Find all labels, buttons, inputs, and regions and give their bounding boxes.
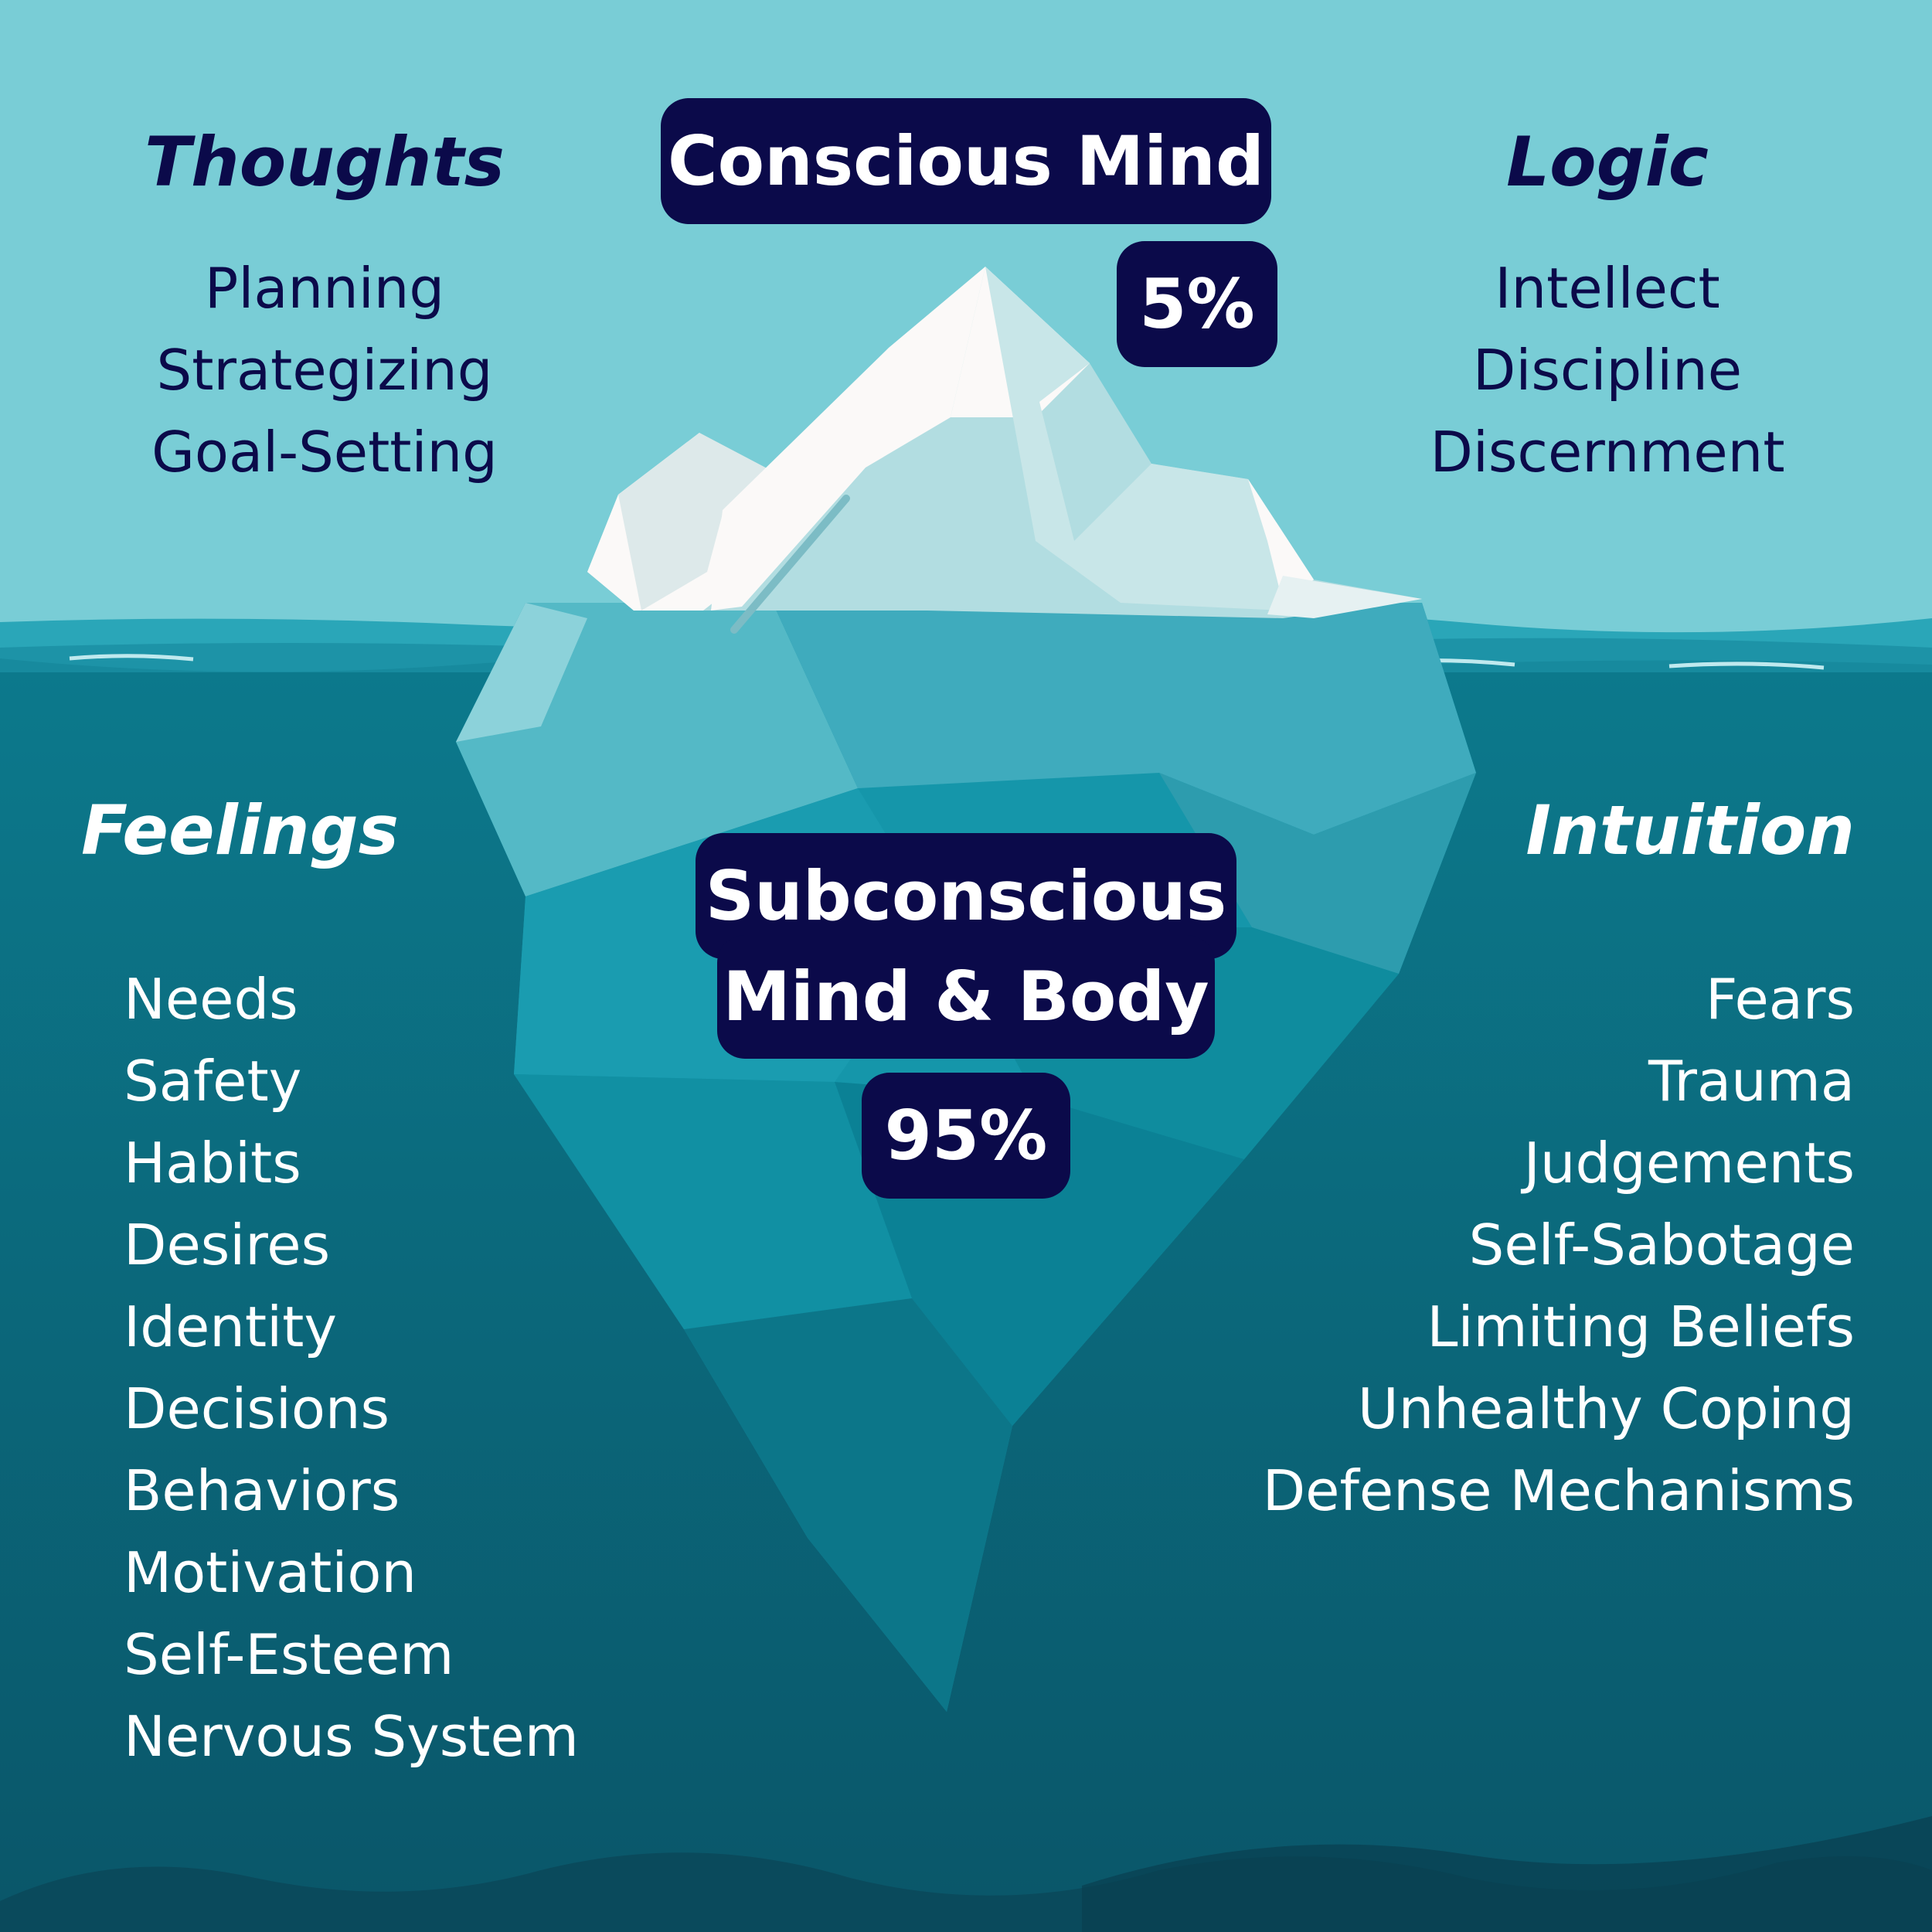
feelings-item-habits: Habits: [124, 1131, 301, 1196]
subconscious-percent: 95%: [884, 1096, 1048, 1175]
logic-item-discipline: Discipline: [1472, 338, 1743, 403]
intuition-column: Intuition: [1159, 784, 1855, 877]
thoughts-item-planning: Planning: [204, 256, 445, 321]
thoughts-column: Thoughts Planning Strategizing Goal-Sett…: [93, 116, 556, 493]
feelings-item-identity: Identity: [124, 1294, 337, 1359]
intuition-item-trauma: Trauma: [1648, 1049, 1855, 1114]
thoughts-item-goal-setting: Goal-Setting: [151, 420, 498, 485]
intuition-item-limiting-beliefs: Limiting Beliefs: [1427, 1294, 1855, 1359]
intuition-heading: Intuition: [1526, 791, 1855, 870]
intuition-item-judgements: Judgements: [1523, 1131, 1855, 1196]
conscious-mind-badge: Conscious Mind: [661, 98, 1271, 224]
feelings-item-decisions: Decisions: [124, 1376, 390, 1441]
feelings-list: Needs Safety Habits Desires Identity Dec…: [124, 958, 665, 1777]
feelings-item-nervous-system: Nervous System: [124, 1704, 579, 1769]
feelings-item-self-esteem: Self-Esteem: [124, 1622, 454, 1687]
thoughts-heading: Thoughts: [145, 122, 505, 202]
intuition-item-unhealthy-coping: Unhealthy Coping: [1357, 1376, 1855, 1441]
logic-column: Logic Intellect Discipline Discernment: [1376, 116, 1839, 493]
logic-item-intellect: Intellect: [1495, 256, 1720, 321]
logic-item-discernment: Discernment: [1430, 420, 1785, 485]
iceberg-tip: [587, 267, 1422, 634]
intuition-item-fears: Fears: [1705, 967, 1855, 1032]
feelings-item-safety: Safety: [124, 1049, 302, 1114]
subconscious-title-line2: Mind & Body: [723, 957, 1209, 1036]
intuition-item-defense-mechanisms: Defense Mechanisms: [1262, 1458, 1855, 1523]
logic-heading: Logic: [1506, 122, 1709, 202]
subconscious-percent-badge: 95%: [862, 1073, 1070, 1199]
feelings-item-motivation: Motivation: [124, 1540, 417, 1605]
feelings-item-behaviors: Behaviors: [124, 1458, 400, 1523]
intuition-list: Fears Trauma Judgements Self-Sabotage Li…: [1159, 958, 1855, 1532]
subconscious-title-line1: Subconscious: [705, 856, 1227, 936]
conscious-percent-badge: 5%: [1117, 241, 1277, 367]
feelings-item-desires: Desires: [124, 1213, 331, 1277]
conscious-mind-title: Conscious Mind: [668, 121, 1264, 201]
feelings-heading: Feelings: [81, 791, 399, 870]
feelings-item-needs: Needs: [124, 967, 298, 1032]
thoughts-item-strategizing: Strategizing: [156, 338, 493, 403]
conscious-percent: 5%: [1139, 264, 1255, 344]
subconscious-badge-line2: Mind & Body: [717, 935, 1215, 1059]
intuition-item-self-sabotage: Self-Sabotage: [1468, 1213, 1855, 1277]
